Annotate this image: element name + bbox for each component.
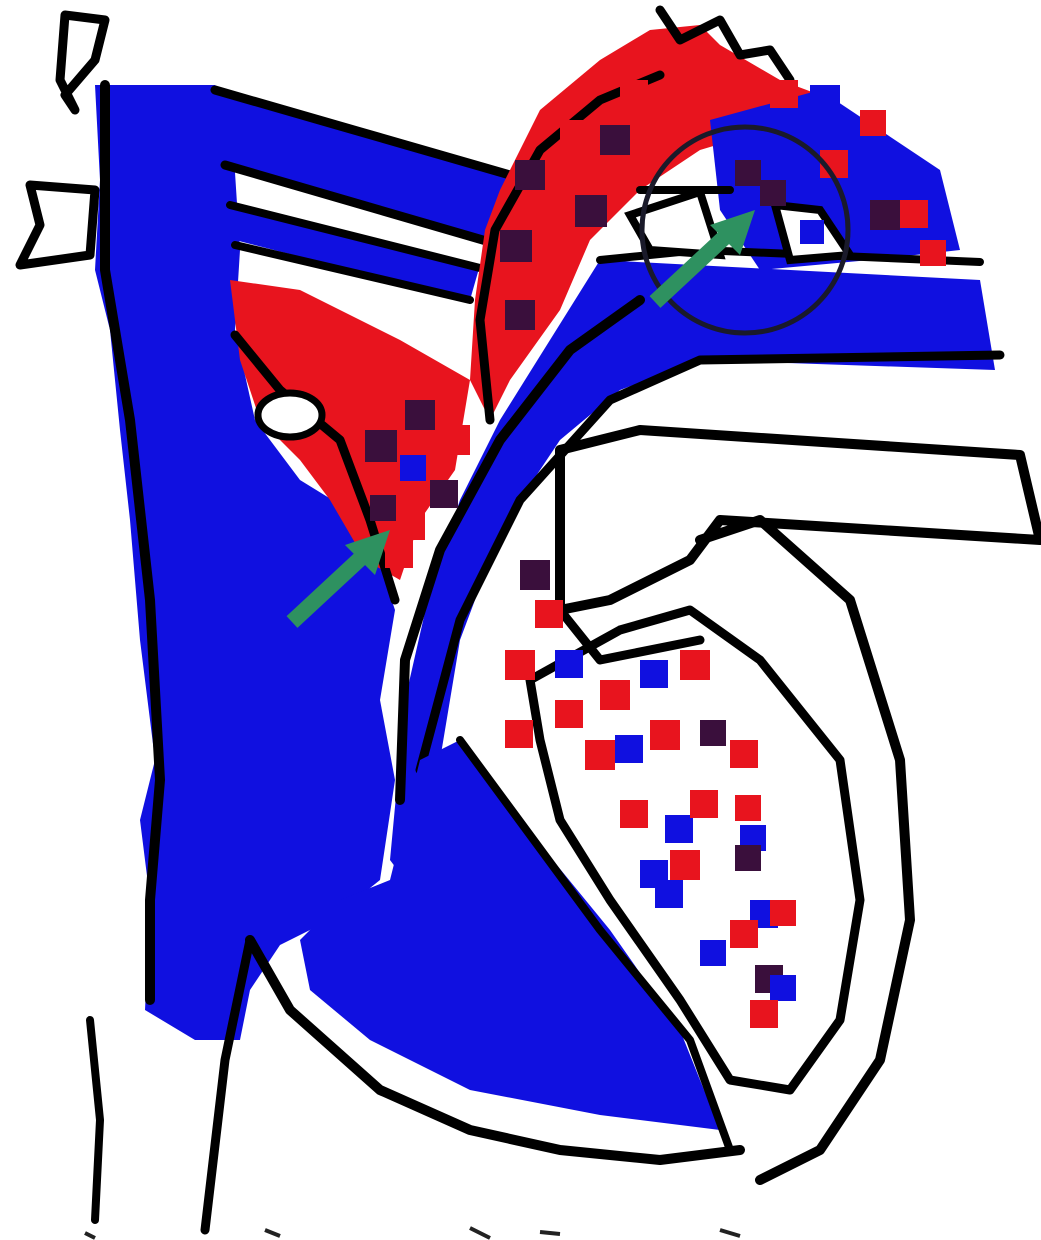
blood-cell-marker — [770, 80, 798, 108]
blood-cell-marker — [505, 650, 535, 680]
blood-cell-marker — [655, 880, 683, 908]
blood-cell-marker — [560, 120, 588, 148]
blood-cell-marker — [690, 790, 718, 818]
blood-cell-marker — [670, 850, 700, 880]
blood-cell-marker — [650, 720, 680, 750]
blood-cell-marker — [880, 160, 910, 190]
scan-noise-marks — [85, 1228, 740, 1238]
blood-cell-marker — [680, 650, 710, 680]
blood-cell-marker — [515, 160, 545, 190]
blood-cell-marker — [575, 195, 607, 227]
blood-cell-marker — [600, 680, 630, 710]
blood-cell-marker — [620, 800, 648, 828]
blood-cell-marker — [750, 1000, 778, 1028]
blood-cell-marker — [870, 200, 900, 230]
left-upper-vessels — [20, 15, 105, 265]
blood-cell-marker — [800, 220, 824, 244]
blood-cell-marker — [500, 230, 532, 262]
blood-cell-marker — [520, 560, 550, 590]
right-branch-vessel — [560, 430, 1040, 610]
blood-cell-marker — [430, 480, 458, 508]
blood-cell-marker — [700, 940, 726, 966]
blood-cell-marker — [920, 240, 946, 266]
blood-cell-marker — [700, 720, 726, 746]
blood-cell-marker — [395, 510, 425, 540]
blood-cell-marker — [700, 70, 730, 100]
blood-cell-marker — [585, 740, 615, 770]
blood-cell-marker — [760, 180, 786, 206]
blood-cell-marker — [860, 110, 886, 136]
blood-cell-marker — [370, 495, 396, 521]
blood-cell-marker — [900, 200, 928, 228]
blood-cell-marker — [735, 845, 761, 871]
blood-cell-marker — [385, 540, 413, 568]
blood-cell-marker — [770, 975, 796, 1001]
blood-cell-marker — [505, 720, 533, 748]
blood-cell-marker — [665, 815, 693, 843]
blood-cell-marker — [735, 160, 761, 186]
blood-cell-marker — [735, 795, 761, 821]
blood-cell-marker — [600, 125, 630, 155]
blood-cell-marker — [760, 135, 788, 163]
blood-cell-marker — [620, 80, 648, 108]
blood-cell-marker — [535, 600, 563, 628]
blood-cell-marker — [555, 700, 583, 728]
blood-cell-marker — [615, 735, 643, 763]
blood-cell-marker — [640, 660, 668, 688]
pulmonary-bands — [215, 90, 510, 300]
blood-cell-marker — [365, 430, 397, 462]
blood-cell-marker — [810, 85, 840, 115]
blood-cell-marker — [555, 650, 583, 678]
blood-cell-marker — [730, 920, 758, 948]
blood-cell-marker — [400, 455, 426, 481]
blood-cell-marker — [730, 740, 758, 768]
blood-cell-marker — [405, 400, 435, 430]
blood-cell-marker — [440, 425, 470, 455]
blood-cell-marker — [505, 300, 535, 330]
blood-cell-marker — [770, 900, 796, 926]
